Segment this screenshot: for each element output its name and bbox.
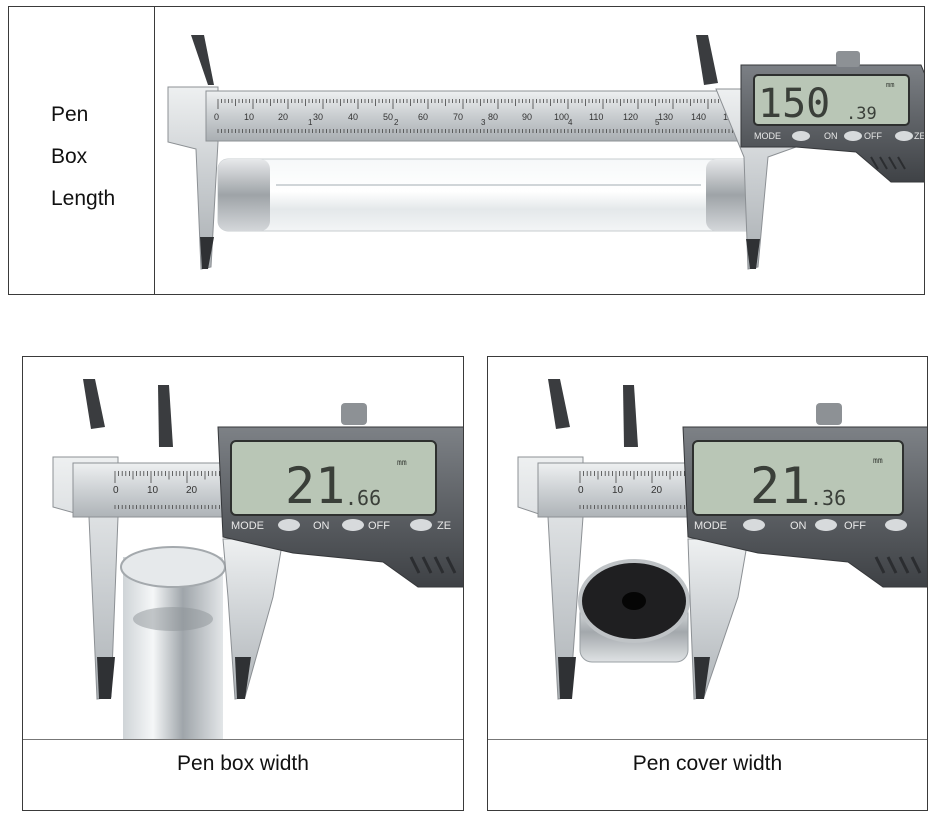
zero-button[interactable]	[895, 131, 913, 141]
mode-button[interactable]	[278, 519, 300, 531]
vernier-number: 5	[655, 118, 660, 127]
lcd-screen	[753, 74, 910, 126]
caliper-box-width-illustration: 0 10 20 21 .66 mm MODE ON OFF ZE	[52, 379, 463, 739]
upper-jaw-right	[623, 385, 638, 447]
lcd-unit: mm	[397, 458, 407, 467]
mode-label: MODE	[231, 520, 264, 532]
scale-number: 10	[244, 112, 254, 122]
mode-button[interactable]	[792, 131, 810, 141]
lcd-reading-main: 150	[758, 81, 830, 127]
lcd-reading-decimal: .36	[810, 486, 846, 510]
upper-jaw-left	[548, 379, 570, 429]
tube-end-cap-left	[218, 159, 270, 231]
off-label: OFF	[368, 520, 390, 532]
lcd-unit: mm	[886, 81, 894, 89]
label-line-1: Pen	[51, 103, 89, 126]
upper-jaw-right	[158, 385, 173, 447]
caliper-cover-photo: 0 10 20 21 .36 mm MODE ON OFF	[488, 357, 927, 740]
mode-button[interactable]	[743, 519, 765, 531]
scale-number: 70	[453, 112, 463, 122]
vernier-number: 1	[308, 118, 313, 127]
lcd-reading-decimal: .66	[345, 486, 381, 510]
scale-number: 60	[418, 112, 428, 122]
off-label: OFF	[844, 520, 866, 532]
scale-number: 120	[623, 112, 638, 122]
scale-number: 0	[214, 112, 219, 122]
scale-number: 0	[113, 485, 119, 496]
lcd-screen	[230, 440, 437, 516]
vernier-number: 3	[481, 118, 486, 127]
mode-label: MODE	[754, 131, 781, 141]
upper-jaw-left	[83, 379, 105, 429]
mode-label: MODE	[694, 520, 727, 532]
scale-number: 20	[186, 485, 198, 496]
scale-number: 10	[612, 485, 624, 496]
tube-opening	[120, 546, 226, 588]
on-label: ON	[313, 520, 330, 532]
scale-number: 110	[589, 112, 603, 122]
scale-number: 130	[658, 112, 673, 122]
off-label: OFF	[864, 131, 882, 141]
thumb-wheel	[836, 51, 860, 67]
scale-number: 90	[522, 112, 532, 122]
zero-button[interactable]	[885, 519, 907, 531]
lcd-screen	[692, 440, 904, 516]
lcd-reading-main: 21	[750, 457, 810, 515]
scale-number: 10	[147, 485, 159, 496]
on-label: ON	[824, 131, 838, 141]
on-off-button[interactable]	[844, 131, 862, 141]
label-line-3: Length	[51, 187, 116, 210]
scale-number: 50	[383, 112, 393, 122]
caliper-cover-width-illustration: 0 10 20 21 .36 mm MODE ON OFF	[517, 379, 927, 700]
pen-box-length-label: Pen Box Length	[9, 7, 155, 294]
upper-jaw-right	[696, 35, 718, 85]
lcd-unit: mm	[873, 456, 883, 465]
pen-box-tube	[217, 158, 759, 232]
moving-jaw	[222, 538, 284, 700]
pen-box-width-panel: 0 10 20 21 .66 mm MODE ON OFF ZE	[22, 356, 464, 811]
pen-box-width-caption: Pen box width	[177, 752, 309, 775]
scale-number: 40	[348, 112, 358, 122]
label-line-2: Box	[51, 145, 88, 168]
pen-box-length-panel: Pen Box Length	[8, 6, 925, 295]
vernier-numbers: 1 2 3 4 5	[308, 118, 660, 127]
upper-jaw-left	[191, 35, 214, 85]
vernier-number: 2	[394, 118, 399, 127]
lcd-reading-main: 21	[285, 457, 345, 515]
scale-number: 80	[488, 112, 498, 122]
pen-cover-width-caption: Pen cover width	[632, 752, 783, 775]
thumb-wheel	[816, 403, 842, 425]
on-label: ON	[790, 520, 807, 532]
lcd-reading-decimal: .39	[846, 104, 877, 124]
scale-number: 0	[578, 485, 584, 496]
zero-label: ZE	[437, 520, 451, 532]
on-off-button[interactable]	[342, 519, 364, 531]
zero-button[interactable]	[410, 519, 432, 531]
caliper-length-illustration: 0 10 20 30 40 50 60 70 80 90 100 110 120…	[167, 35, 924, 270]
main-beam	[205, 90, 747, 142]
main-scale-numbers: 0 10 20 30 40 50 60 70 80 90 100 110 120…	[214, 112, 738, 122]
scale-number: 140	[691, 112, 706, 122]
scale-number: 100	[554, 112, 569, 122]
caliper-length-photo: 0 10 20 30 40 50 60 70 80 90 100 110 120…	[156, 7, 924, 294]
zero-label: ZE	[914, 131, 924, 141]
on-off-button[interactable]	[815, 519, 837, 531]
scale-number: 20	[278, 112, 288, 122]
pen-cover-width-panel: 0 10 20 21 .36 mm MODE ON OFF	[487, 356, 928, 811]
scale-number: 20	[651, 485, 663, 496]
vernier-number: 4	[568, 118, 573, 127]
caliper-width-photo: 0 10 20 21 .66 mm MODE ON OFF ZE	[23, 357, 463, 740]
thumb-wheel	[341, 403, 367, 425]
scale-number: 30	[313, 112, 323, 122]
